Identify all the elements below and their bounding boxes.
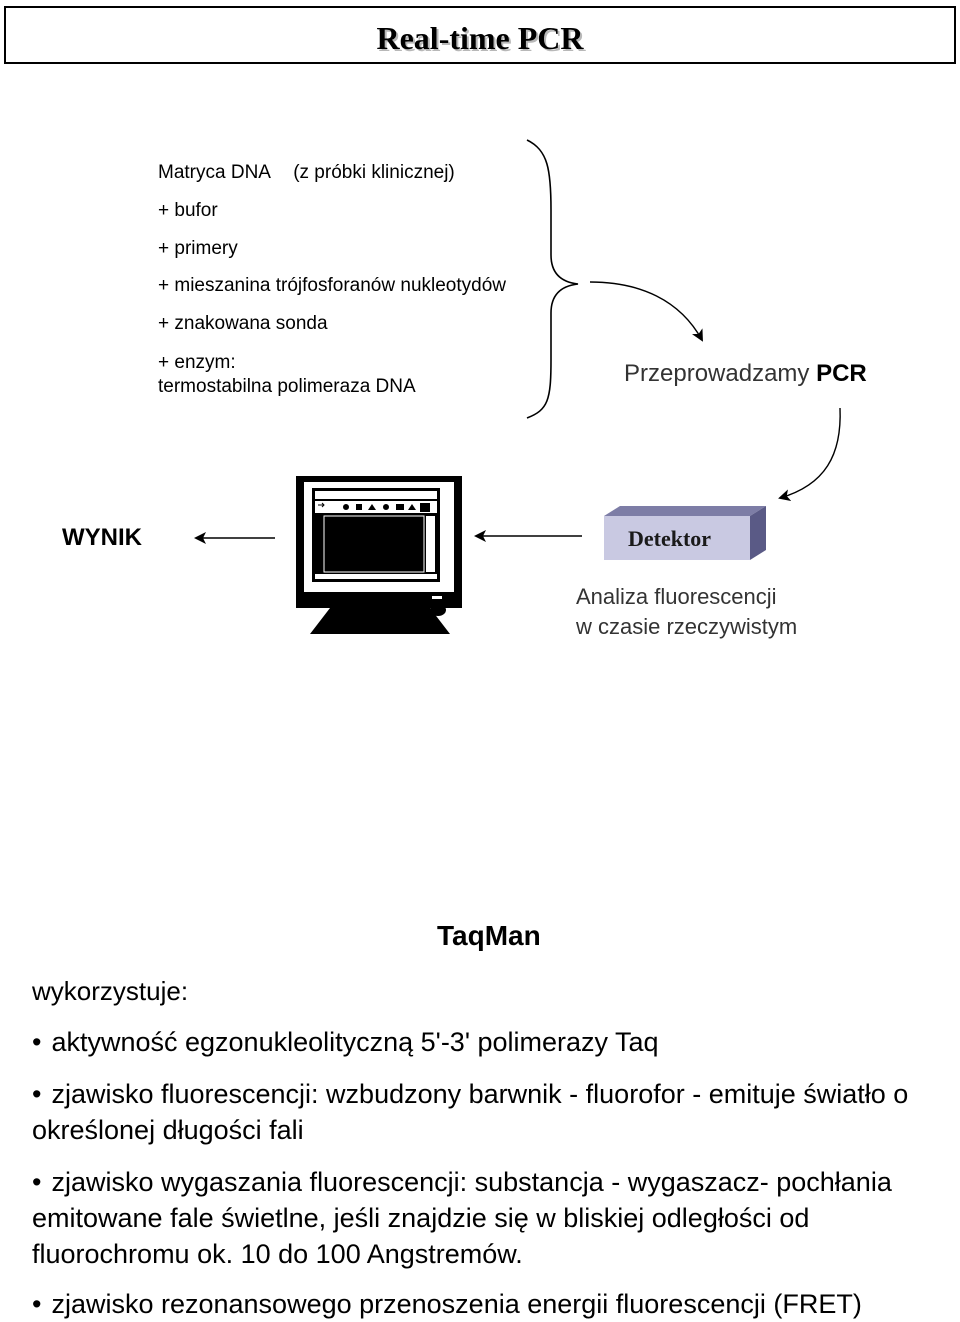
- detector-caption: Analiza fluorescencji w czasie rzeczywis…: [576, 582, 797, 642]
- pcr-step-emphasis: PCR: [816, 360, 867, 387]
- bullet-icon: •: [32, 1167, 42, 1197]
- taqman-heading: TaqMan: [437, 920, 541, 951]
- matrix-label: Matryca DNA: [158, 162, 270, 183]
- detector-box-icon: [604, 506, 766, 560]
- bullet-text: zjawisko fluorescencji: wzbudzony barwni…: [32, 1079, 909, 1145]
- detector-label: Detektor: [628, 526, 712, 551]
- bullet-text: zjawisko wygaszania fluorescencji: subst…: [32, 1167, 892, 1269]
- taqman-intro: wykorzystuje:: [32, 976, 189, 1006]
- ingredient-nucleotides: + mieszanina trójfosforanów nukleotydów: [158, 275, 506, 296]
- taqman-bullet-3: •zjawisko wygaszania fluorescencji: subs…: [32, 1164, 942, 1272]
- taqman-bullet-4: • zjawisko rezonansowego przenoszenia ene…: [32, 1286, 942, 1322]
- title-box: Real-time PCR: [4, 6, 956, 64]
- ingredient-enzyme: + enzym:: [158, 352, 236, 373]
- bullet-icon: •: [32, 1027, 42, 1057]
- detector-caption-line2: w czasie rzeczywistym: [576, 614, 798, 639]
- bullet-text: aktywność egzonukleolityczną 5'-3' polim…: [51, 1027, 659, 1057]
- ingredient-primers: + primery: [158, 238, 238, 259]
- bullet-text: zjawisko rezonansowego przenoszenia ener…: [51, 1289, 862, 1319]
- pcr-step-label: Przeprowadzamy PCR: [624, 360, 867, 388]
- diagram-graphics: [194, 139, 841, 634]
- matrix-note: (z próbki klinicznej): [293, 162, 455, 183]
- ingredient-enzyme-detail: termostabilna polimeraza DNA: [158, 376, 416, 397]
- ingredient-buffer: + bufor: [158, 200, 218, 221]
- bullet-icon: •: [32, 1079, 42, 1109]
- detector-caption-line1: Analiza fluorescencji: [576, 584, 777, 609]
- pcr-step-prefix: Przeprowadzamy: [624, 360, 810, 387]
- ingredient-probe: + znakowana sonda: [158, 313, 328, 334]
- arrow-to-pcr-icon: [589, 281, 703, 342]
- bullet-icon: •: [32, 1289, 42, 1319]
- monitor-icon: [296, 476, 462, 634]
- page-title: Real-time PCR: [376, 20, 584, 56]
- taqman-bullet-2: •zjawisko fluorescencji: wzbudzony barwn…: [32, 1076, 942, 1148]
- taqman-bullet-1: • aktywność egzonukleolityczną 5'-3' poli…: [32, 1024, 942, 1060]
- ingredient-matrix: Matryca DNA (z próbki klinicznej): [158, 162, 455, 184]
- arrow-to-detector-icon: [778, 407, 841, 501]
- result-label: WYNIK: [62, 524, 142, 551]
- brace-icon: [526, 139, 579, 419]
